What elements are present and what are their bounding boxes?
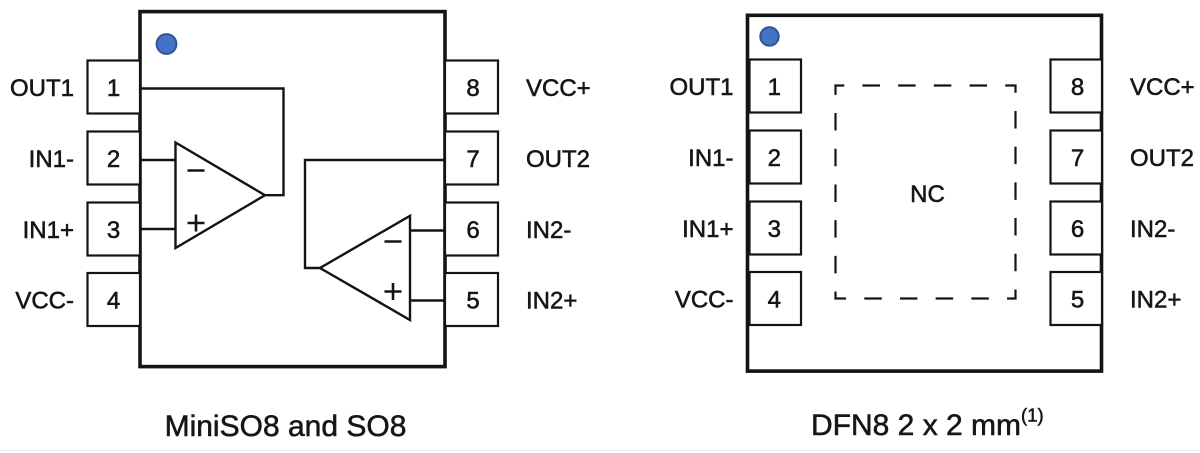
svg-text:IN1-: IN1-: [29, 146, 74, 173]
svg-text:VCC+: VCC+: [526, 75, 591, 102]
svg-text:6: 6: [1071, 216, 1084, 243]
svg-text:IN1+: IN1+: [682, 216, 733, 243]
svg-text:IN2+: IN2+: [526, 288, 577, 315]
svg-text:3: 3: [107, 217, 120, 244]
svg-text:7: 7: [466, 146, 479, 173]
svg-text:8: 8: [1071, 74, 1084, 101]
svg-text:OUT1: OUT1: [669, 74, 733, 101]
svg-text:IN1+: IN1+: [23, 217, 74, 244]
svg-text:DFN8 2 x 2 mm(1): DFN8 2 x 2 mm(1): [811, 405, 1044, 442]
svg-text:IN2-: IN2-: [526, 217, 571, 244]
svg-text:NC: NC: [910, 181, 945, 208]
svg-text:IN1-: IN1-: [688, 145, 733, 172]
svg-text:OUT1: OUT1: [10, 75, 74, 102]
svg-text:VCC-: VCC-: [15, 288, 74, 315]
svg-text:MiniSO8 and SO8: MiniSO8 and SO8: [165, 410, 407, 443]
svg-text:8: 8: [466, 75, 479, 102]
svg-text:OUT2: OUT2: [1130, 145, 1194, 172]
svg-text:5: 5: [466, 288, 479, 315]
svg-text:1: 1: [107, 75, 120, 102]
svg-text:5: 5: [1071, 287, 1084, 314]
svg-text:6: 6: [466, 217, 479, 244]
svg-text:7: 7: [1071, 145, 1084, 172]
svg-text:VCC+: VCC+: [1130, 74, 1195, 101]
svg-text:2: 2: [768, 145, 781, 172]
svg-text:OUT2: OUT2: [526, 146, 590, 173]
svg-text:IN2+: IN2+: [1130, 287, 1181, 314]
svg-text:4: 4: [768, 287, 781, 314]
svg-text:1: 1: [768, 74, 781, 101]
svg-text:4: 4: [107, 288, 120, 315]
svg-text:IN2-: IN2-: [1130, 216, 1175, 243]
svg-text:3: 3: [768, 216, 781, 243]
svg-text:VCC-: VCC-: [675, 287, 734, 314]
svg-text:2: 2: [107, 146, 120, 173]
